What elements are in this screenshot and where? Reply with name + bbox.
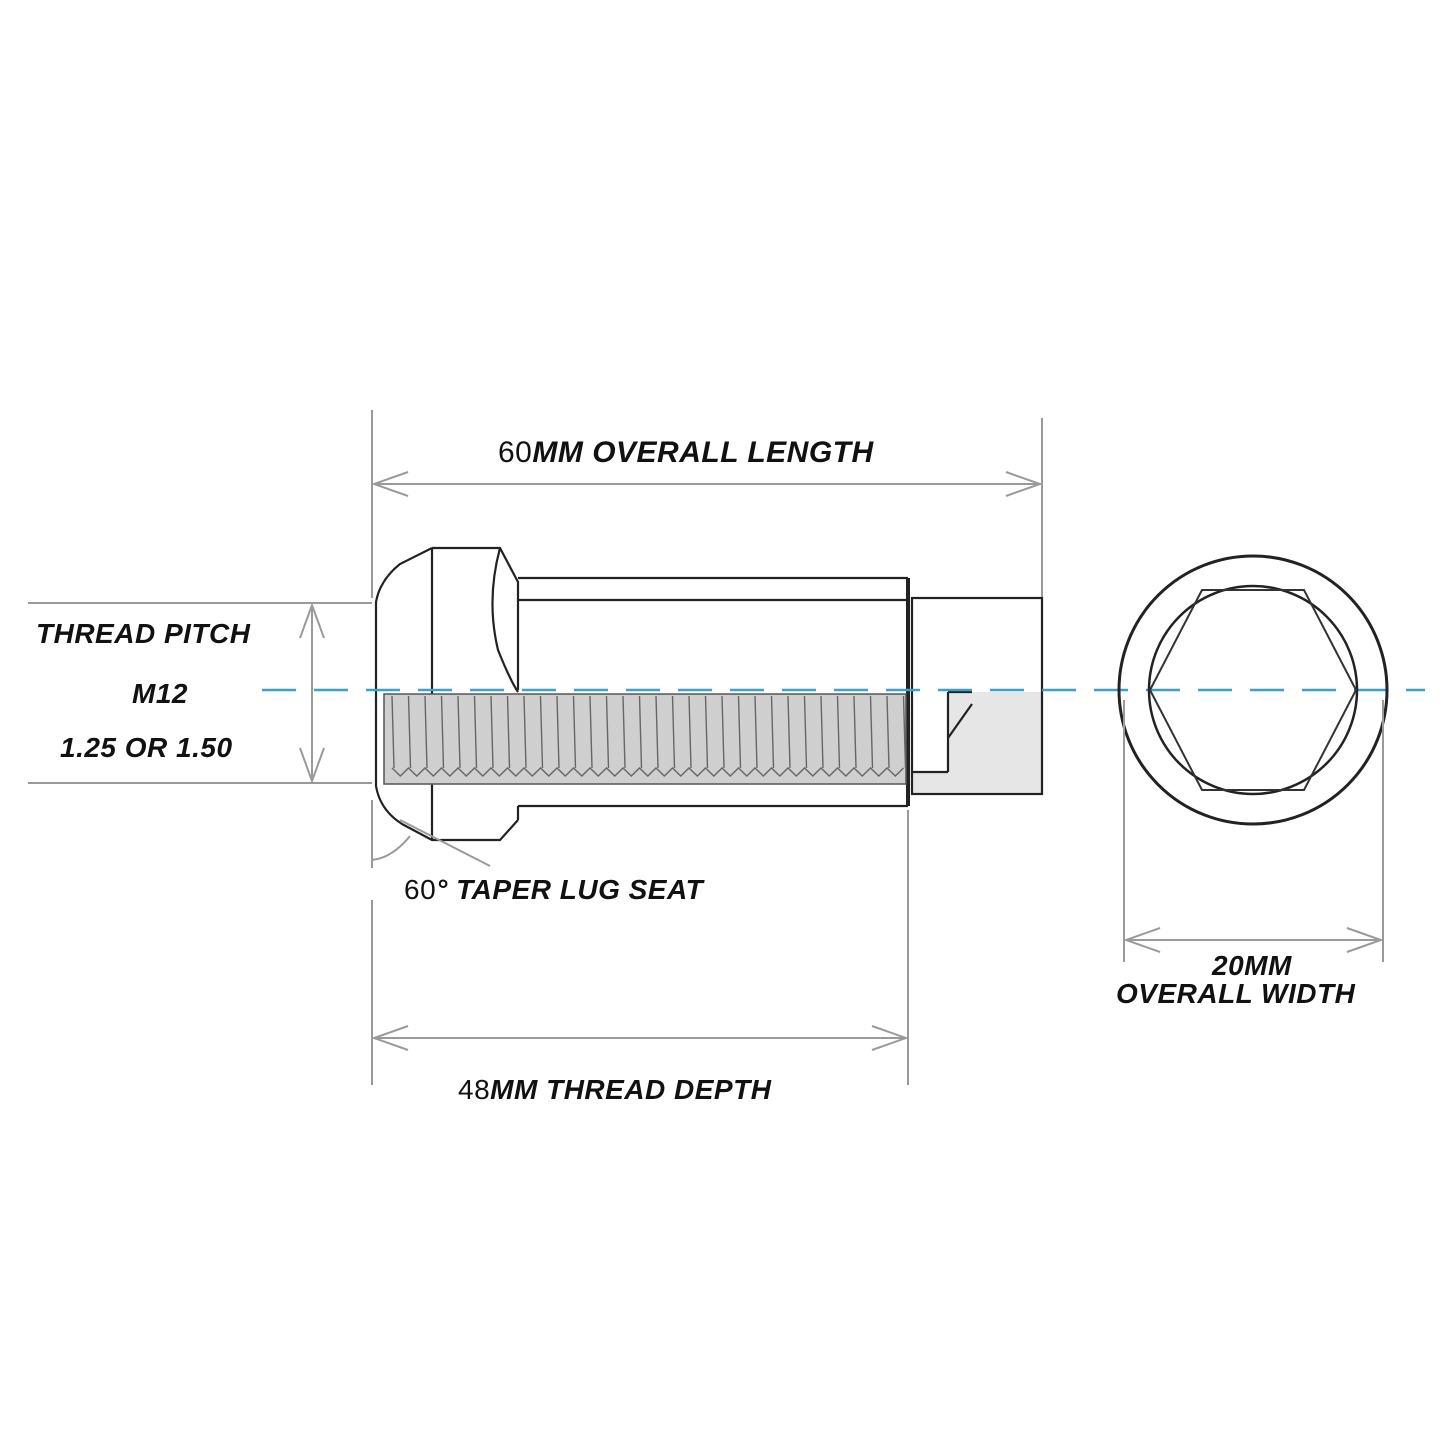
lug-nut-end-view (1117, 554, 1389, 962)
thread-crest (820, 695, 824, 769)
thread-crest (440, 695, 445, 769)
thread-depth-label: 48MM THREAD DEPTH (458, 1074, 771, 1106)
thread-crest (869, 695, 874, 769)
lug-nut-side-view (374, 546, 1044, 842)
thread-crest (622, 695, 626, 769)
thread-crest (770, 695, 775, 769)
thread-crest (902, 695, 907, 769)
thread-crest (655, 695, 659, 769)
taper-degree-symbol: ° (436, 874, 448, 905)
thread-pitch-label: THREAD PITCH (36, 618, 251, 649)
overall-length-text: MM OVERALL LENGTH (532, 436, 874, 469)
thread-crest (424, 695, 428, 769)
thread-depth-text: MM THREAD DEPTH (490, 1074, 772, 1105)
internal-threads (383, 693, 907, 785)
width-value-label: 20MM (1212, 950, 1292, 981)
thread-crest (457, 695, 461, 769)
thread-crest (572, 695, 577, 769)
thread-depth-value: 48 (458, 1074, 491, 1105)
taper-angle-value: 60 (404, 874, 437, 905)
thread-crest (688, 695, 692, 769)
pitch-values-label: 1.25 OR 1.50 (60, 732, 233, 763)
taper-angle-indicator (371, 800, 491, 868)
thread-crest (556, 695, 560, 769)
thread-crest (853, 695, 857, 769)
thread-crest (803, 695, 808, 769)
thread-crest (407, 695, 412, 769)
thread-crest (787, 695, 791, 769)
thread-crest (836, 695, 841, 769)
thread-crest (539, 695, 544, 769)
width-text-label: OVERALL WIDTH (1116, 978, 1356, 1009)
thread-crest (589, 695, 593, 769)
thread-pitch-dimension (28, 602, 372, 784)
overall-length-dimension (370, 410, 1044, 598)
thread-crest (391, 695, 395, 769)
thread-crest (605, 695, 610, 769)
thread-crest (721, 695, 725, 769)
thread-crest (886, 695, 890, 769)
thread-depth-dimension (370, 810, 910, 1085)
taper-lug-seat-label: 60° TAPER LUG SEAT (404, 874, 703, 906)
thread-crest (671, 695, 676, 769)
taper-text: TAPER LUG SEAT (456, 874, 704, 905)
overall-length-label: 60MM OVERALL LENGTH (498, 436, 874, 470)
thread-crest (490, 695, 494, 769)
thread-crest (704, 695, 709, 769)
thread-crest (523, 695, 527, 769)
overall-length-value: 60 (498, 436, 533, 469)
thread-size-label: M12 (132, 678, 188, 709)
thread-crest (737, 695, 742, 769)
thread-crest (506, 695, 511, 769)
thread-root-line (391, 767, 904, 777)
thread-crest (473, 695, 478, 769)
thread-crest (754, 695, 758, 769)
thread-crest (638, 695, 643, 769)
